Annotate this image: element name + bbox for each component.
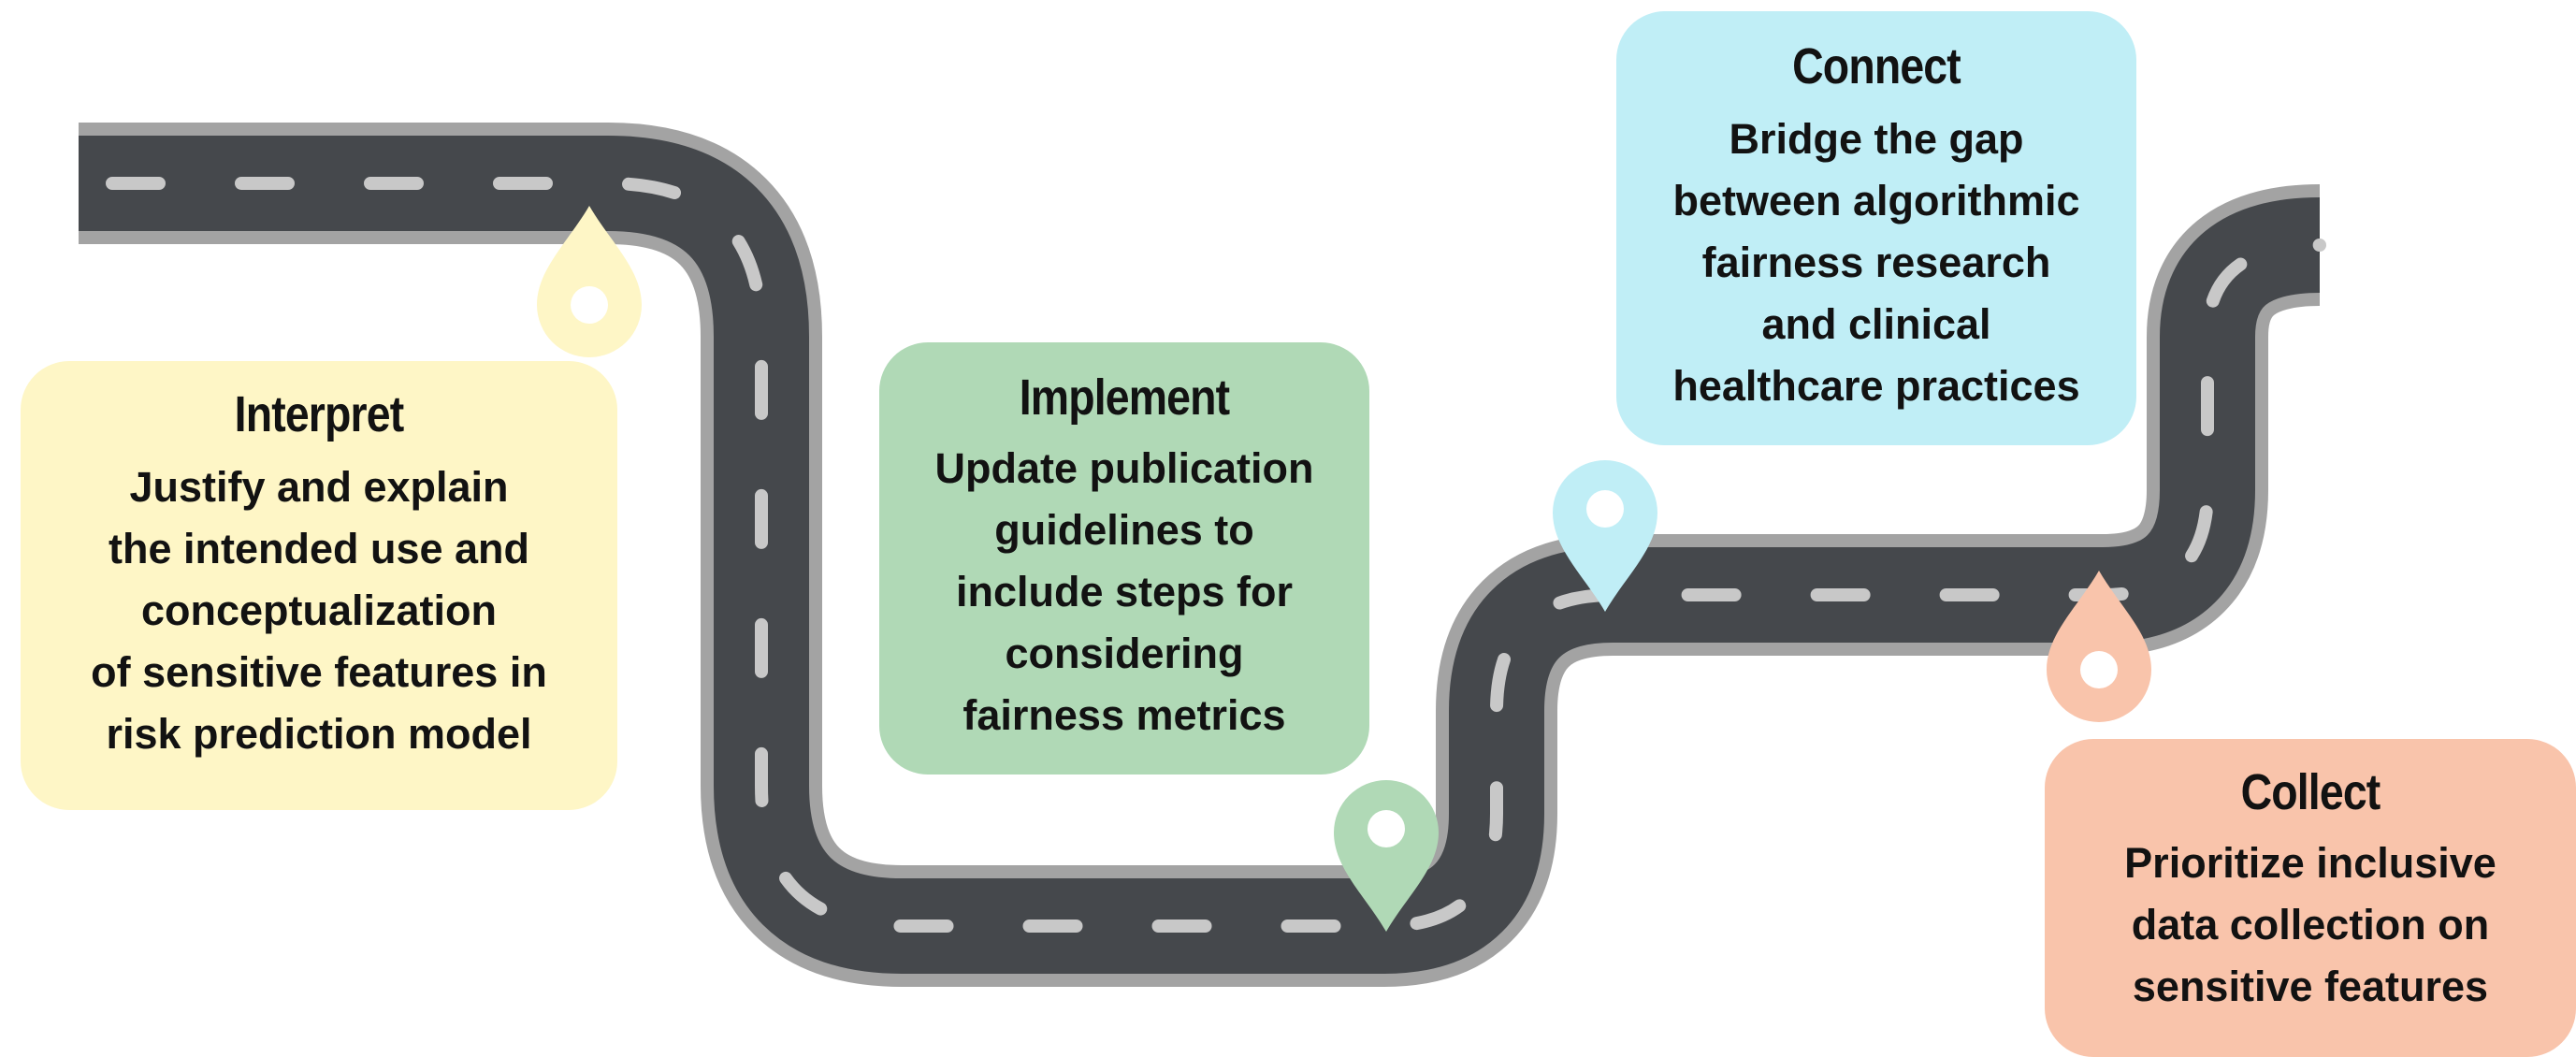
step-description-line: fairness research (1701, 239, 2051, 286)
step-card-implement: Implement Update publication guidelines … (879, 342, 1369, 775)
step-description-line: sensitive features (2132, 963, 2489, 1010)
step-description-line: healthcare practices (1672, 362, 2080, 410)
step-description-line: between algorithmic (1672, 177, 2080, 224)
step-description-line: fairness metrics (962, 691, 1286, 739)
step-description-line: include steps for (955, 568, 1294, 615)
step-title: Interpret (234, 386, 405, 442)
map-pin-icon (1334, 780, 1439, 932)
step-description: Update publication guidelines to include… (879, 438, 1369, 746)
step-description-line: Update publication (934, 444, 1314, 492)
step-description: Bridge the gap between algorithmic fairn… (1616, 109, 2136, 417)
step-description-line: Bridge the gap (1729, 115, 2024, 163)
step-description: Prioritize inclusive data collection on … (2045, 833, 2576, 1018)
step-title: Implement (1019, 369, 1230, 426)
map-pin-icon (1553, 460, 1657, 612)
map-pin-icon (537, 206, 642, 357)
road-center-dashes (72, 177, 2326, 933)
step-description-line: data collection on (2131, 901, 2490, 948)
step-title: Connect (1792, 38, 1961, 94)
step-card-interpret: Interpret Justify and explain the intend… (21, 361, 617, 810)
step-description-line: conceptualization (140, 586, 498, 634)
step-description-line: risk prediction model (106, 710, 532, 758)
step-description-line: Justify and explain (129, 463, 509, 511)
map-pin-icon (2047, 571, 2151, 722)
step-description: Justify and explain the intended use and… (21, 456, 617, 765)
step-card-connect: Connect Bridge the gap between algorithm… (1616, 11, 2136, 445)
step-description-line: the intended use and (108, 525, 530, 572)
step-description-line: Prioritize inclusive (2124, 839, 2496, 887)
step-card-collect: Collect Prioritize inclusive data collec… (2045, 739, 2576, 1057)
step-title: Collect (2240, 764, 2381, 820)
step-description-line: considering (1005, 630, 1244, 677)
step-description-line: guidelines to (994, 506, 1254, 554)
step-description-line: and clinical (1761, 300, 1991, 348)
step-description-line: of sensitive features in (91, 648, 547, 696)
